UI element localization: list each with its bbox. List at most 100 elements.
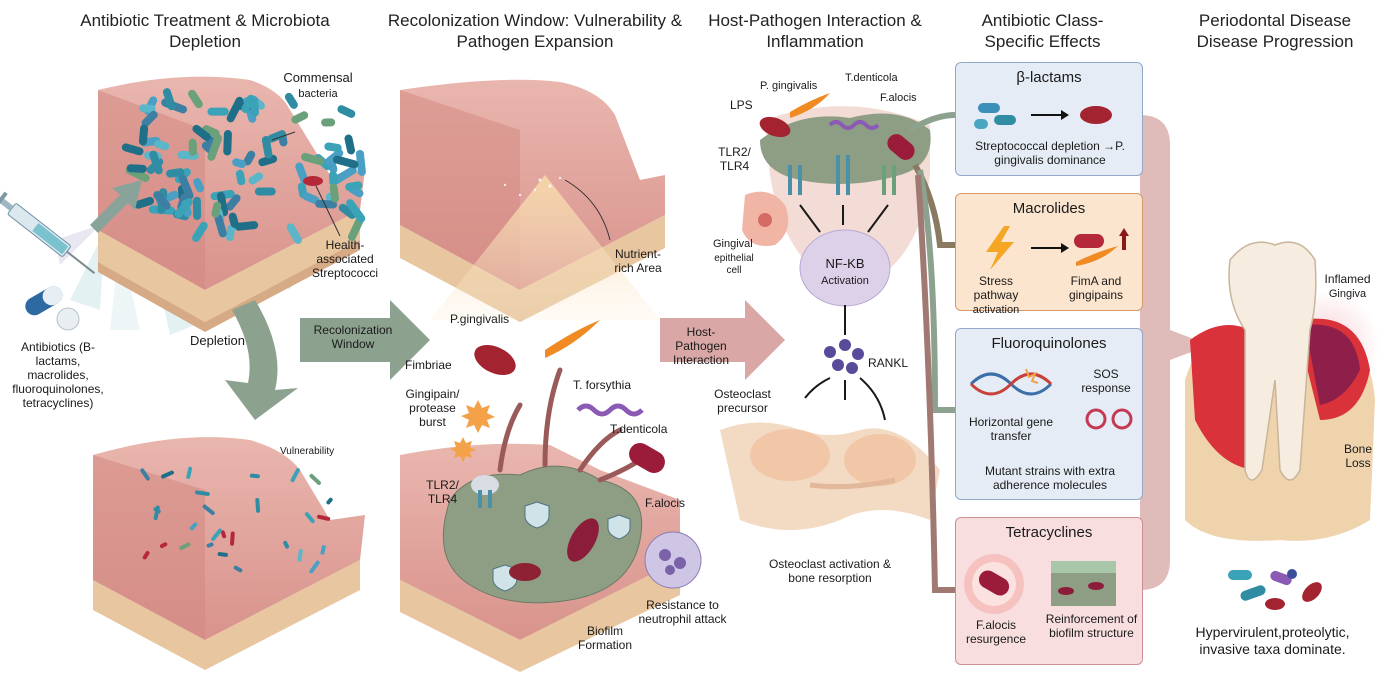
tdenticola-label-3: T.denticola (845, 72, 898, 84)
beta-lactams-box: β-lactams Streptococcal depletion →P. gi… (955, 62, 1143, 176)
sparse-bacterium (159, 542, 168, 549)
commensal-bacterium (138, 124, 149, 146)
syringe-icon (0, 191, 96, 274)
streptococcus-red (303, 176, 323, 186)
commensal-bacterium (174, 198, 193, 219)
tetracyclines-title: Tetracyclines (1005, 524, 1093, 541)
panel3-title: Host-Pathogen Interaction & Inflammation (708, 11, 922, 51)
p-gingivalis-3 (759, 116, 791, 138)
commensal-bacterium (331, 166, 357, 185)
t-forsythia-bacterium (545, 320, 600, 358)
commensal-bacterium (141, 110, 158, 127)
host-pathogen-arrow (660, 300, 785, 380)
sparse-bacterium (220, 530, 227, 539)
panel4-title: Antibiotic Class-Specific Effects (981, 11, 1104, 51)
commensal-bacterium (250, 96, 259, 117)
sparse-bacterium (233, 565, 243, 573)
biofilm-label: Biofilm Formation (577, 624, 633, 652)
commensal-bacterium (193, 178, 205, 193)
nutrient-dots (503, 176, 562, 197)
macrolides-fima-line2: gingipains (1068, 288, 1124, 302)
sparse-bacterium (206, 542, 214, 548)
commensal-bacterium (315, 199, 338, 209)
commensal-bacterium (321, 118, 336, 127)
fluoroquinolones-title: Fluoroquinolones (991, 335, 1107, 352)
recolonization-arrow (300, 300, 430, 380)
resistance-label: Resistance to neutrophil attack (638, 598, 727, 626)
sparse-bacterium (217, 552, 228, 557)
sparse-bacterium (179, 542, 191, 551)
epithelial-label: epithelial cell (714, 253, 754, 276)
tooth-icon (1228, 241, 1317, 481)
commensal-bacterium (192, 221, 208, 242)
commensal-bacterium (345, 181, 363, 191)
commensal-bacterium (207, 134, 223, 161)
pgingivalis-label-3: P. gingivalis (760, 80, 818, 92)
falocis-label: F.alocis (645, 496, 686, 510)
f-alocis-bacterium (629, 443, 665, 473)
commensal-bacterium (291, 111, 309, 124)
commensal-bacterium (228, 212, 239, 228)
tlr-label-3: TLR2/ TLR4 (718, 145, 751, 173)
pgingivalis-label: P.gingivalis (450, 312, 510, 326)
sos-label: SOS response (1081, 367, 1131, 395)
f-alocis-3 (887, 134, 915, 160)
sparse-bacterium (202, 504, 215, 516)
commensal-bacterium (261, 136, 273, 159)
sparse-bacterium (304, 512, 315, 524)
mutant-label: Mutant strains with extra adherence mole… (984, 464, 1116, 492)
sparse-bacterium (283, 540, 290, 549)
commensal-bacterium (286, 223, 302, 244)
recolonization-label: Recolonization Window (313, 323, 393, 351)
osteoclast-precursor-label: Osteoclast precursor (714, 387, 771, 415)
sparse-bacterium (317, 514, 331, 521)
tablet-icon (56, 307, 80, 331)
sparse-bacterium (255, 497, 261, 513)
commensal-label-line2: bacteria (298, 88, 338, 100)
fluoroquinolones-icons (969, 368, 1133, 430)
commensal-bacterium (154, 139, 170, 151)
commensal-label: Commensal bacteria (268, 70, 368, 102)
commensal-bacterium (234, 221, 259, 231)
commensal-bacterium (235, 169, 246, 186)
falocis-label-3: F.alocis (880, 92, 917, 104)
commensal-bacterium (188, 89, 203, 109)
panel3-graphics (660, 93, 940, 530)
bone-loss-line2: Loss (1345, 456, 1371, 470)
commensal-bacterium (139, 104, 156, 113)
commensal-bacterium (332, 155, 359, 169)
nfkb-label: NF-KB (825, 256, 865, 271)
osteoclast-activation-label: Osteoclast activation & bone resorption (768, 557, 892, 585)
macrolides-fima: FimA and gingipains (1051, 274, 1141, 302)
sparse-bacterium (249, 473, 260, 479)
commensal-bacterium (337, 105, 356, 118)
panel1-title: Antibiotic Treatment & Microbiota Deplet… (80, 11, 330, 51)
t-denticola-3 (828, 120, 880, 130)
commensal-bacterium (258, 154, 278, 167)
tetracyclines-icons (964, 554, 1116, 614)
progression-bracket (1140, 115, 1210, 590)
sparse-bacterium (142, 551, 150, 560)
sparse-bacterium (309, 473, 321, 485)
tlr-receptor-icon (471, 475, 499, 508)
commensal-bacterium (202, 125, 220, 138)
commensal-bacterium (226, 96, 244, 123)
commensal-bacterium (324, 142, 342, 152)
nfkb-activation-label: Activation (821, 275, 869, 287)
nutrient-label: Nutrient-rich Area (614, 247, 662, 275)
sparse-bacterium (297, 549, 303, 562)
gingival-label: Gingival (713, 238, 753, 250)
commensal-bacterium (329, 183, 340, 203)
rankl-arrows (804, 377, 886, 421)
protease-burst-icon (450, 400, 495, 462)
host-pathogen-label: Host-Pathogen Interaction (672, 325, 730, 367)
panel4-connectors (908, 112, 956, 593)
macrolides-title: Macrolides (1012, 200, 1086, 217)
vulnerability-label: Vulnerability (280, 446, 335, 457)
commensal-bacterium (121, 143, 144, 156)
sparse-bacterium (153, 505, 160, 521)
hgt-label: Horizontal gene transfer (968, 415, 1054, 443)
panel5-graphics (1185, 241, 1380, 610)
commensal-bacterium (225, 194, 241, 211)
commensal-bacteria-cluster (121, 88, 366, 244)
